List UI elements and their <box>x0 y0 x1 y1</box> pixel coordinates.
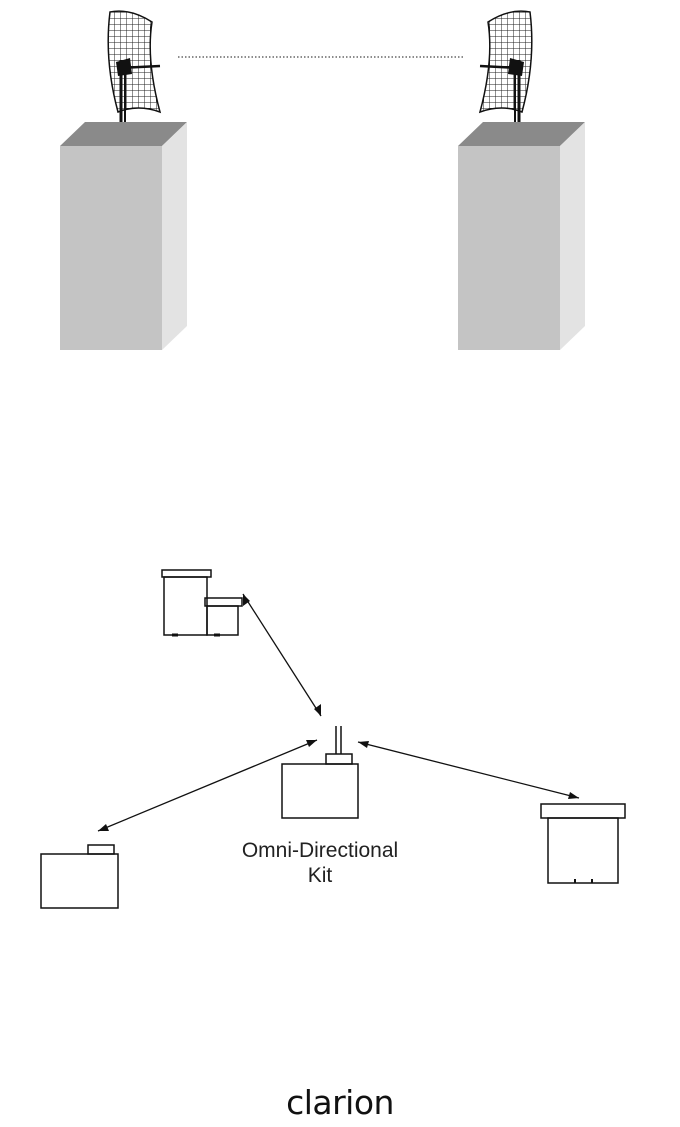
kit-label-line1: Omni-Directional <box>200 838 440 863</box>
point-to-point-section <box>60 11 585 350</box>
device-icon-top-left <box>162 570 242 635</box>
building-left-side <box>162 122 187 350</box>
device-icon-bottom-left <box>41 845 118 908</box>
arrow-top-left-to-kit <box>243 594 321 716</box>
building-left-front <box>60 146 162 350</box>
grid-antenna-icon <box>108 11 160 122</box>
device-icon-right <box>541 804 625 883</box>
clarion-logo: clarion <box>240 1083 440 1122</box>
omni-antenna-icon <box>282 726 358 818</box>
kit-label: Omni-Directional Kit <box>200 838 440 888</box>
building-right-front <box>458 146 560 350</box>
building-right-side <box>560 122 585 350</box>
kit-label-line2: Kit <box>200 863 440 888</box>
grid-antenna-icon <box>480 11 532 122</box>
arrow-kit-to-right <box>358 742 579 798</box>
building-left <box>60 122 187 350</box>
link-arrows <box>98 594 579 831</box>
building-right <box>458 122 585 350</box>
